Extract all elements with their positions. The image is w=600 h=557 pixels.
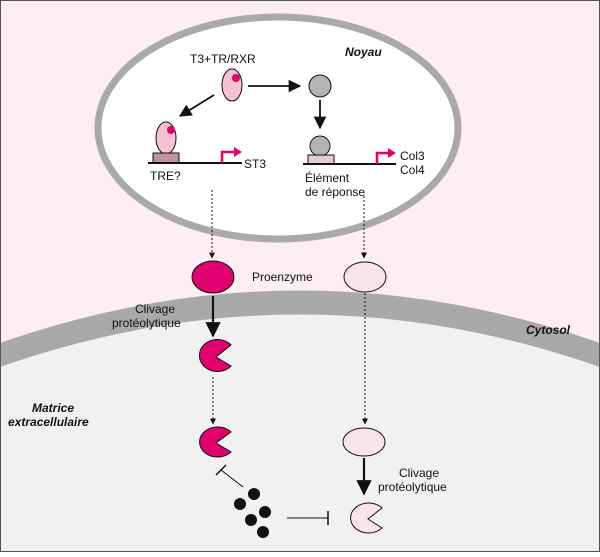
- nucleus-membrane: [94, 13, 462, 243]
- particle-3: [259, 506, 271, 518]
- nucleus-label: Noyau: [345, 45, 382, 59]
- cleavage-right-line1: Clivage: [399, 466, 439, 480]
- collagen-proenzyme: [343, 261, 387, 293]
- proenzyme-label: Proenzyme: [252, 270, 313, 284]
- cell-membrane: [0, 290, 600, 367]
- matrix-label-line1: Matrice: [32, 401, 74, 415]
- st3-promoter-arrow: [220, 150, 236, 163]
- arrow-complex-to-tre: [178, 94, 215, 117]
- cytosol-label: Cytosol: [526, 323, 571, 337]
- element-label-line2: de réponse: [305, 185, 365, 199]
- particle-4: [245, 514, 257, 526]
- t3-on-receptor: [167, 126, 175, 134]
- collagen-matrix-proenzyme: [342, 427, 386, 457]
- matrix-label-line2: extracellulaire: [8, 415, 89, 429]
- cleavage-right-line2: protéolytique: [378, 480, 447, 494]
- st3-active-enzyme: [199, 339, 232, 372]
- tr-rxr-receptor: [221, 68, 243, 102]
- st3-matrix-enzyme: [199, 426, 232, 458]
- t3-hormone: [232, 74, 240, 82]
- col-promoter-arrowhead: [388, 148, 396, 158]
- particle-1: [248, 488, 260, 500]
- cleavage-left-line2: protéolytique: [112, 316, 181, 330]
- gray-protein: [308, 74, 332, 98]
- response-element: [307, 154, 335, 165]
- st3-proenzyme: [191, 260, 235, 294]
- cleaved-collagen: [350, 502, 383, 534]
- extracellular-matrix-background: [0, 302, 600, 552]
- col4-label: Col4: [400, 163, 425, 177]
- gray-protein-bound: [309, 135, 331, 157]
- element-label-line1: Élément: [305, 170, 350, 185]
- tre-label: TRE?: [150, 169, 181, 183]
- col3-label: Col3: [400, 149, 425, 163]
- inhibition-st3-bar: [215, 464, 227, 476]
- tre-element: [152, 152, 180, 164]
- inhibition-st3-to-particles: [220, 469, 244, 488]
- particle-2: [234, 498, 246, 510]
- st3-label: ST3: [244, 157, 266, 171]
- particle-5: [257, 526, 269, 538]
- cleavage-left-line1: Clivage: [135, 302, 175, 316]
- complex-label: T3+TR/RXR: [190, 52, 256, 66]
- st3-promoter-arrowhead: [234, 147, 242, 157]
- col-promoter-arrow: [375, 151, 390, 164]
